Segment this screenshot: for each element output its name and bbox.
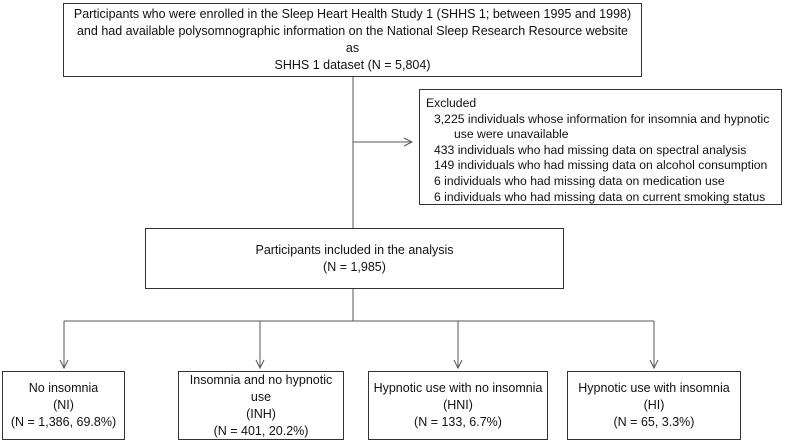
group-code: (INH) <box>246 406 276 421</box>
group-code: (NI) <box>53 398 74 412</box>
enrolled-line-2: and had available polysomnographic infor… <box>76 24 629 55</box>
excluded-item: 6 individuals who had missing data on me… <box>434 173 725 188</box>
group-box-hi: Hypnotic use with insomnia (HI) (N = 65,… <box>567 371 741 440</box>
excluded-item: 149 individuals who had missing data on … <box>434 158 768 173</box>
group-code: (HNI) <box>443 398 473 412</box>
group-name: Hypnotic use with no insomnia <box>373 381 543 395</box>
group-name: No insomnia <box>28 381 99 395</box>
excluded-item: 3,225 individuals whose information for … <box>424 112 775 143</box>
enrolled-box: Participants who were enrolled in the Sl… <box>63 3 642 77</box>
excluded-box: Excluded 3,225 individuals whose informa… <box>419 89 782 205</box>
included-box: Participants included in the analysis (N… <box>145 228 564 289</box>
included-title: Participants included in the analysis <box>255 242 454 257</box>
group-code: (HI) <box>643 398 665 412</box>
group-count: (N = 133, 6.7%) <box>414 415 502 429</box>
group-count: (N = 1,386, 69.8%) <box>10 415 117 429</box>
included-count: (N = 1,985) <box>323 259 386 274</box>
excluded-item: 433 individuals who had missing data on … <box>434 142 747 157</box>
group-box-ni: No insomnia (NI) (N = 1,386, 69.8%) <box>2 371 125 440</box>
excluded-item: 6 individuals who had missing data on cu… <box>434 189 766 204</box>
enrolled-line-3: SHHS 1 dataset (N = 5,804) <box>274 58 431 72</box>
group-name: Hypnotic use with insomnia <box>578 381 730 395</box>
group-count: (N = 401, 20.2%) <box>213 423 309 438</box>
group-count: (N = 65, 3.3%) <box>613 415 695 429</box>
enrolled-line-1: Participants who were enrolled in the Sl… <box>73 7 632 21</box>
group-box-hni: Hypnotic use with no insomnia (HNI) (N =… <box>368 371 548 440</box>
excluded-item-text: 3,225 individuals whose information for … <box>434 111 770 126</box>
group-box-inh: Insomnia and no hypnotic use (INH) (N = … <box>178 371 344 440</box>
excluded-item-continuation: use were unavailable <box>454 127 569 142</box>
group-name: Insomnia and no hypnotic use <box>189 372 333 404</box>
excluded-header: Excluded <box>426 96 477 110</box>
